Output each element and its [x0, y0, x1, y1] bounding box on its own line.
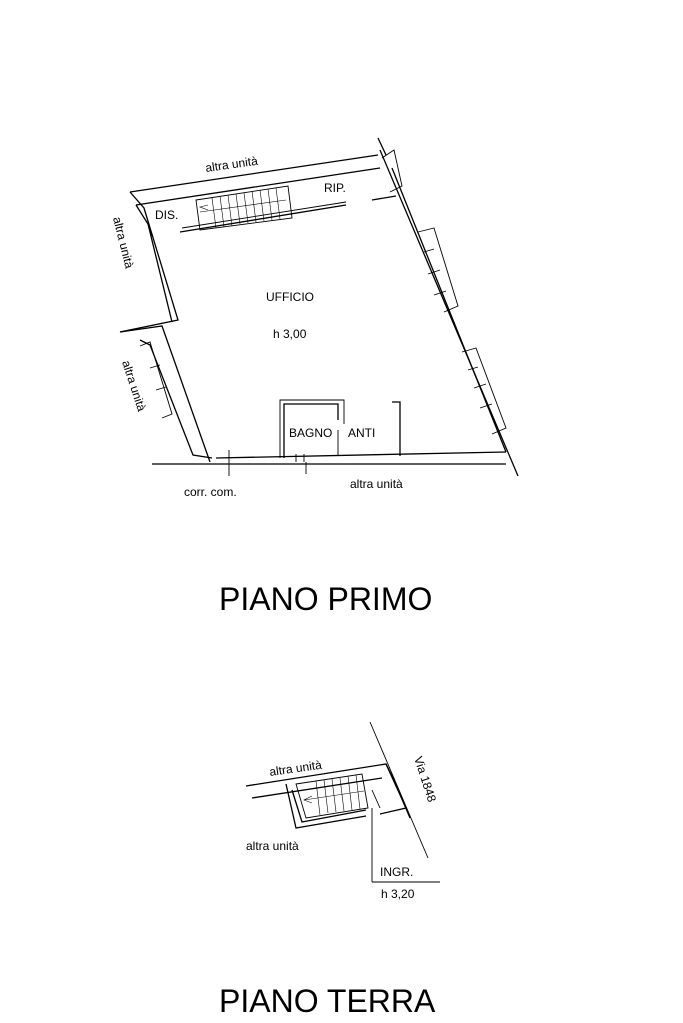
label-antechamber: ANTI: [348, 426, 375, 440]
label-common-corridor: corr. com.: [184, 485, 237, 499]
first-floor-plan: altra unità altra unità altra unità DIS.…: [110, 137, 519, 617]
ground-label-adjacent-left: altra unità: [246, 839, 299, 853]
label-adjacent-left-lower: altra unità: [119, 359, 149, 414]
first-floor-windows: [139, 149, 507, 435]
first-floor-title: PIANO PRIMO: [219, 581, 432, 617]
label-bathroom: BAGNO: [289, 426, 332, 440]
label-adjacent-top: altra unità: [204, 154, 258, 175]
ground-floor-title: PIANO TERRA: [219, 983, 436, 1019]
label-adjacent-bottom: altra unità: [350, 477, 403, 491]
label-storage: RIP.: [324, 181, 346, 195]
ground-label-street: Via 1848: [411, 755, 439, 804]
ground-floor-walls: [245, 721, 440, 883]
ground-floor-plan: altra unità altra unità Via 1848 INGR. h…: [219, 721, 440, 1019]
label-office-height: h 3,00: [273, 327, 307, 341]
label-office: UFFICIO: [266, 290, 314, 304]
ground-label-entrance: INGR.: [380, 865, 413, 879]
label-adjacent-left-upper: altra unità: [110, 215, 136, 270]
first-floor-partitions: [147, 185, 401, 476]
label-landing: DIS.: [155, 208, 178, 222]
ground-label-entrance-height: h 3,20: [381, 887, 415, 901]
